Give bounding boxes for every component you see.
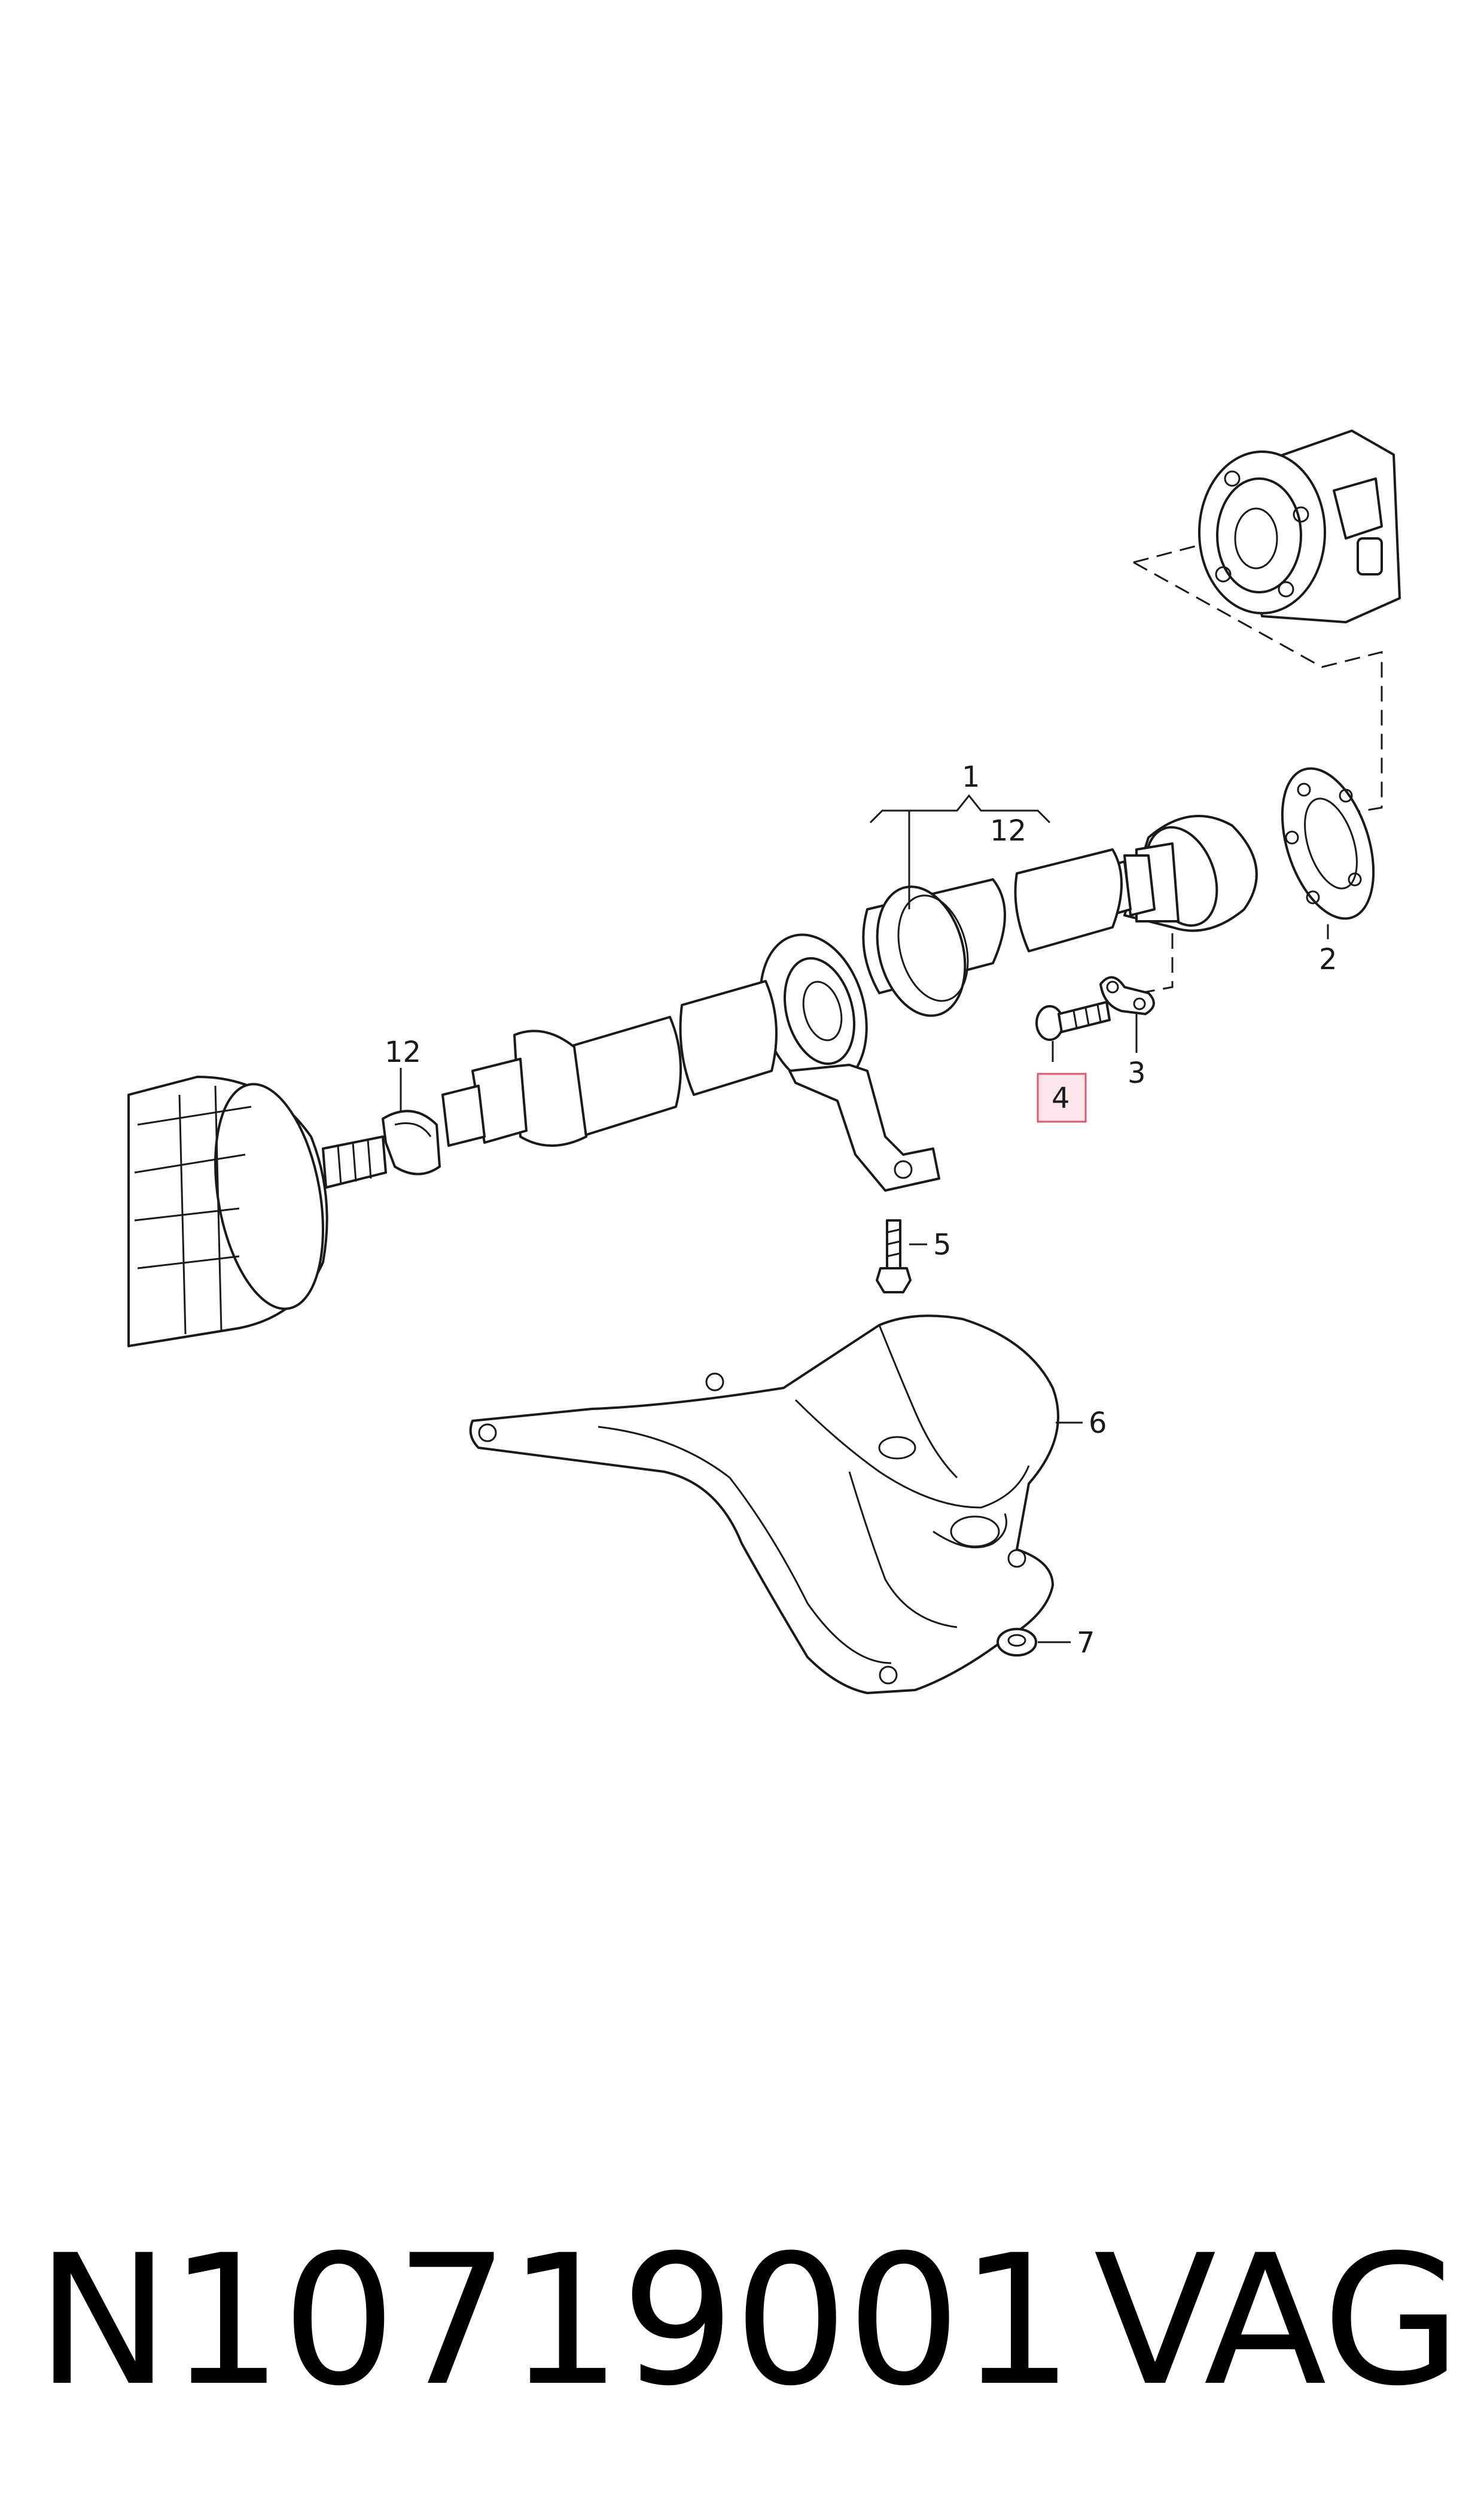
- nut-part-7: [997, 1628, 1037, 1657]
- callout-7: 7: [1077, 1626, 1095, 1660]
- bolt-part-5: [876, 1219, 912, 1293]
- callout-2: 2: [1319, 943, 1337, 976]
- washer-part-3: [1099, 976, 1155, 1015]
- callout-1: 1: [962, 760, 980, 794]
- callout-4: 4: [1052, 1082, 1070, 1115]
- heat-shield-part-6: [469, 1314, 1059, 1694]
- callout-3: 3: [1128, 1056, 1146, 1090]
- rear-final-drive-housing: [127, 1076, 387, 1347]
- gearbox-flange-housing: [1198, 430, 1401, 623]
- propshaft-assembly-part-1: [441, 815, 1258, 1192]
- callout-6: 6: [1089, 1406, 1107, 1440]
- callout-12-upper: 12: [990, 814, 1026, 848]
- leader-lines: [400, 794, 1329, 1643]
- flange-gasket-part-2: [1281, 767, 1375, 920]
- circlip-part-12: [382, 1110, 441, 1176]
- part-number: N10719001: [36, 2216, 1074, 2425]
- callout-5: 5: [933, 1228, 952, 1262]
- highlight-box-callout-4: [1037, 1073, 1087, 1123]
- bolt-part-4: [1035, 1001, 1111, 1041]
- alignment-dashed-line-lower: [1139, 933, 1174, 994]
- exploded-parts-diagram: 1 12 12 2 3 4 5 6 7: [127, 430, 1401, 1694]
- alignment-dashed-line: [1133, 543, 1383, 815]
- brand-name: VAG: [1093, 2216, 1461, 2425]
- callout-12-lower: 12: [385, 1036, 421, 1069]
